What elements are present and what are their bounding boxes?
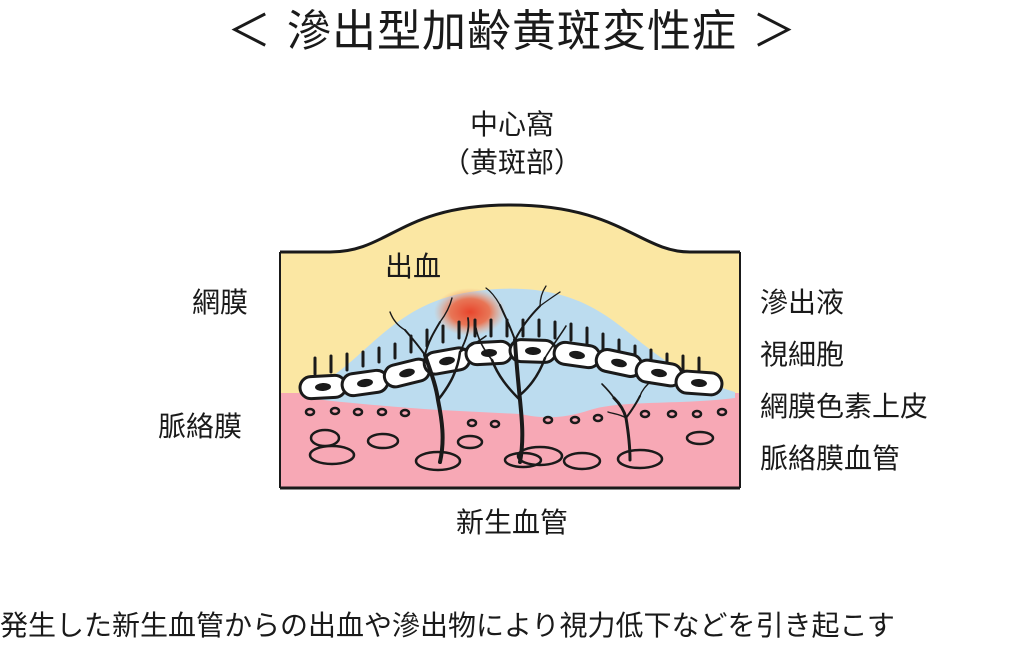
exudate-label: 滲出液 bbox=[760, 286, 845, 319]
choroid-capillaries bbox=[304, 406, 728, 429]
hemorrhage-spot bbox=[434, 288, 506, 336]
choroid-label: 脈絡膜 bbox=[158, 410, 243, 443]
hemorrhage-label: 出血 bbox=[385, 250, 442, 283]
neovascular-vessels bbox=[389, 285, 651, 464]
caption-text: 発生した新生血管からの出血や滲出物により視力低下などを引き起こす bbox=[0, 609, 895, 642]
retina-label: 網膜 bbox=[192, 286, 249, 319]
fovea-label: 中心窩 bbox=[469, 108, 554, 141]
photoreceptor-label: 視細胞 bbox=[760, 338, 845, 371]
choroidal-vessel-label: 脈絡膜血管 bbox=[760, 442, 901, 475]
rpe-label: 網膜色素上皮 bbox=[760, 390, 929, 423]
rpe-nuclei bbox=[315, 346, 707, 392]
neovascularization-label: 新生血管 bbox=[455, 506, 568, 539]
macula-label: （黄斑部） bbox=[441, 146, 582, 179]
choroidal-vessels bbox=[308, 428, 715, 472]
diagram-title: ＜ 滲出型加齢黄斑変性症 ＞ bbox=[227, 6, 797, 57]
retina-surface-line bbox=[280, 203, 740, 254]
